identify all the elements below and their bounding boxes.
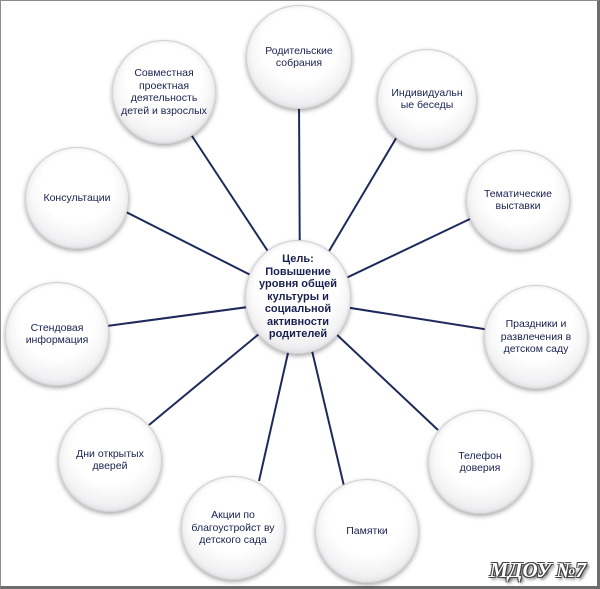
node-tematicheskie: Тематические выставки: [466, 150, 570, 250]
node-label: Памятки: [346, 524, 388, 537]
node-label: Тематические выставки: [483, 187, 553, 213]
node-stendovaya: Стендовая информация: [5, 282, 109, 386]
node-label: Индивидуальн ые беседы: [391, 86, 463, 112]
watermark: МДОУ №7: [489, 558, 586, 582]
node-prazdniki: Праздники и развлечения в детском саду: [484, 285, 588, 389]
node-label: Дни открытых дверей: [76, 447, 144, 473]
node-konsultatsii: Консультации: [25, 147, 129, 249]
node-label: Телефон доверия: [458, 449, 502, 475]
center-goal-label: Цель: Повышение уровня общей культуры и …: [259, 253, 337, 341]
center-goal-node: Цель: Повышение уровня общей культуры и …: [245, 240, 351, 354]
node-label: Совместная проектная деятельность детей …: [121, 67, 207, 117]
node-dni: Дни открытых дверей: [58, 408, 162, 512]
node-label: Стендовая информация: [25, 321, 89, 347]
node-pamyatki: Памятки: [315, 479, 419, 583]
node-label: Акции по благоустройст ву детского сада: [191, 509, 275, 547]
node-roditelskie: Родительские собрания: [246, 5, 352, 109]
node-individualnye: Индивидуальн ые беседы: [377, 49, 477, 149]
node-telefon: Телефон доверия: [428, 410, 532, 514]
node-aktsii: Акции по благоустройст ву детского сада: [181, 476, 285, 580]
node-sovmestnaya: Совместная проектная деятельность детей …: [112, 40, 216, 144]
node-label: Родительские собрания: [265, 44, 333, 70]
node-label: Праздники и развлечения в детском саду: [500, 318, 572, 356]
node-label: Консультации: [43, 191, 111, 204]
